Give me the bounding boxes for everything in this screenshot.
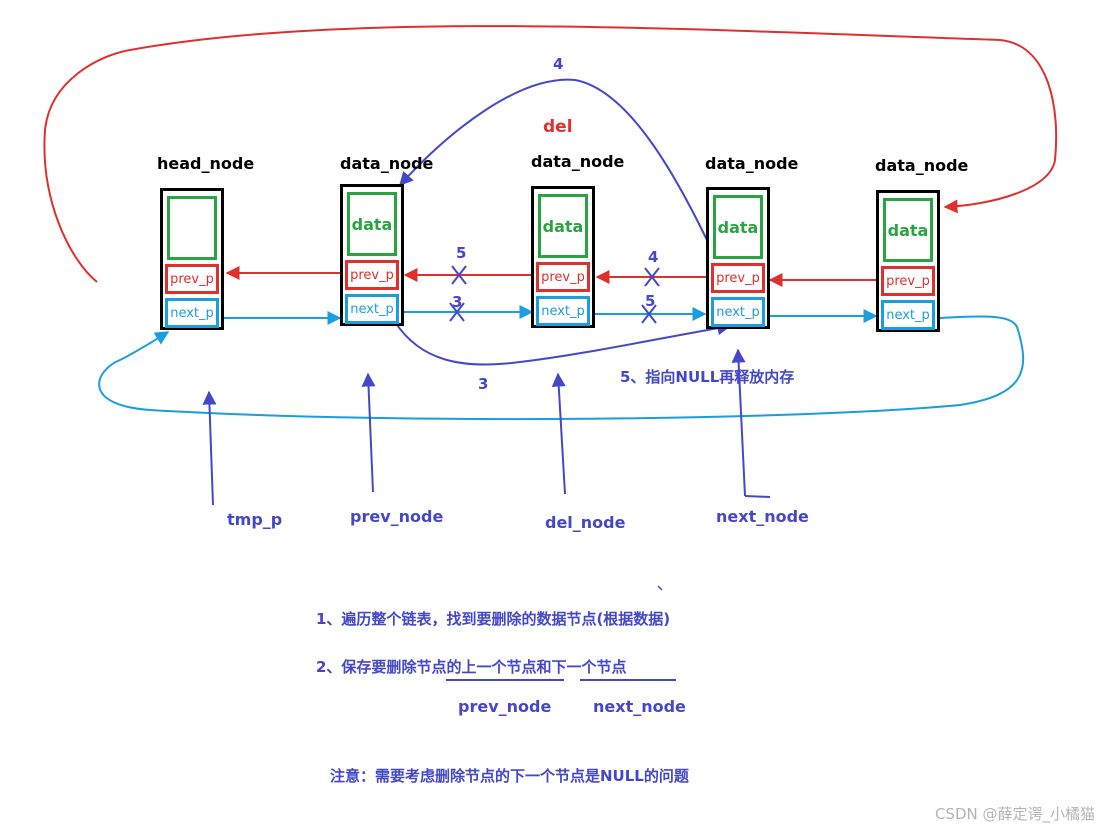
note-step1: 1、遍历整个链表，找到要删除的数据节点(根据数据) bbox=[316, 610, 671, 628]
node-title-last: data_node bbox=[875, 156, 969, 175]
red-loop-arrow bbox=[43, 25, 1058, 283]
step-label-4-right: 4 bbox=[648, 248, 659, 266]
pointer-label-next-node: next_node bbox=[716, 507, 809, 526]
node-next-field: next_p bbox=[536, 296, 590, 326]
node-next-field: next_p bbox=[345, 294, 399, 324]
cross-mark-next-right bbox=[641, 304, 657, 324]
node-prev-field: prev_p bbox=[536, 262, 590, 292]
stray-mark bbox=[657, 585, 663, 591]
node-data: data bbox=[347, 192, 397, 256]
prev-node-arrow bbox=[361, 372, 376, 493]
node-title-del: data_node bbox=[531, 152, 625, 171]
watermark: CSDN @薛定谔_小橘猫 bbox=[934, 805, 1095, 823]
node-data: data bbox=[713, 195, 763, 259]
node-prev-field: prev_p bbox=[345, 260, 399, 290]
next-node-arrow bbox=[731, 348, 746, 497]
node-next-field: next_p bbox=[881, 300, 935, 330]
step-label-top-4: 4 bbox=[553, 55, 564, 73]
step-label-bottom-3: 3 bbox=[478, 375, 489, 393]
node-data bbox=[167, 196, 217, 260]
node-prev-field: prev_p bbox=[165, 264, 219, 294]
cyan-loop-arrow bbox=[98, 315, 1025, 421]
cross-mark-prev-right bbox=[644, 267, 660, 287]
node-data: data bbox=[538, 194, 588, 258]
next-node-arrow-tail bbox=[744, 495, 771, 498]
node-title-prev: data_node bbox=[340, 154, 434, 173]
node-head: prev_p next_p bbox=[160, 188, 224, 330]
note-next-node: next_node bbox=[593, 697, 686, 716]
node-last: data prev_p next_p bbox=[876, 190, 940, 332]
step-label-5-left: 5 bbox=[456, 244, 467, 262]
node-next-field: next_p bbox=[711, 297, 765, 327]
step-label-5-right: 5 bbox=[645, 292, 656, 310]
cross-mark-next-left bbox=[449, 302, 465, 322]
del-label: del bbox=[543, 117, 573, 137]
tmp-p-arrow bbox=[202, 390, 217, 506]
step-label-3-left: 3 bbox=[452, 293, 463, 311]
note-prev-node: prev_node bbox=[458, 697, 552, 716]
note-caution: 注意：需要考虑删除节点的下一个节点是NULL的问题 bbox=[330, 767, 689, 785]
cross-mark-prev-left bbox=[451, 265, 467, 285]
node-title-next: data_node bbox=[705, 154, 799, 173]
del-node-arrow bbox=[551, 372, 566, 495]
node-data: data bbox=[883, 198, 933, 262]
node-title-head: head_node bbox=[157, 154, 255, 173]
note-step2: 2、保存要删除节点的上一个节点和下一个节点 bbox=[316, 658, 627, 676]
step5-text: 5、指向NULL再释放内存 bbox=[620, 368, 795, 386]
arc-step-4 bbox=[399, 78, 723, 273]
node-next: data prev_p next_p bbox=[706, 187, 770, 329]
node-next-field: next_p bbox=[165, 298, 219, 328]
arc-step-3 bbox=[394, 321, 732, 366]
pointer-label-prev-node: prev_node bbox=[350, 507, 444, 526]
node-del: data prev_p next_p bbox=[531, 186, 595, 328]
node-prev: data prev_p next_p bbox=[340, 184, 404, 326]
pointer-label-tmp-p: tmp_p bbox=[227, 510, 283, 529]
node-prev-field: prev_p bbox=[711, 263, 765, 293]
node-prev-field: prev_p bbox=[881, 266, 935, 296]
pointer-label-del-node: del_node bbox=[545, 513, 626, 532]
